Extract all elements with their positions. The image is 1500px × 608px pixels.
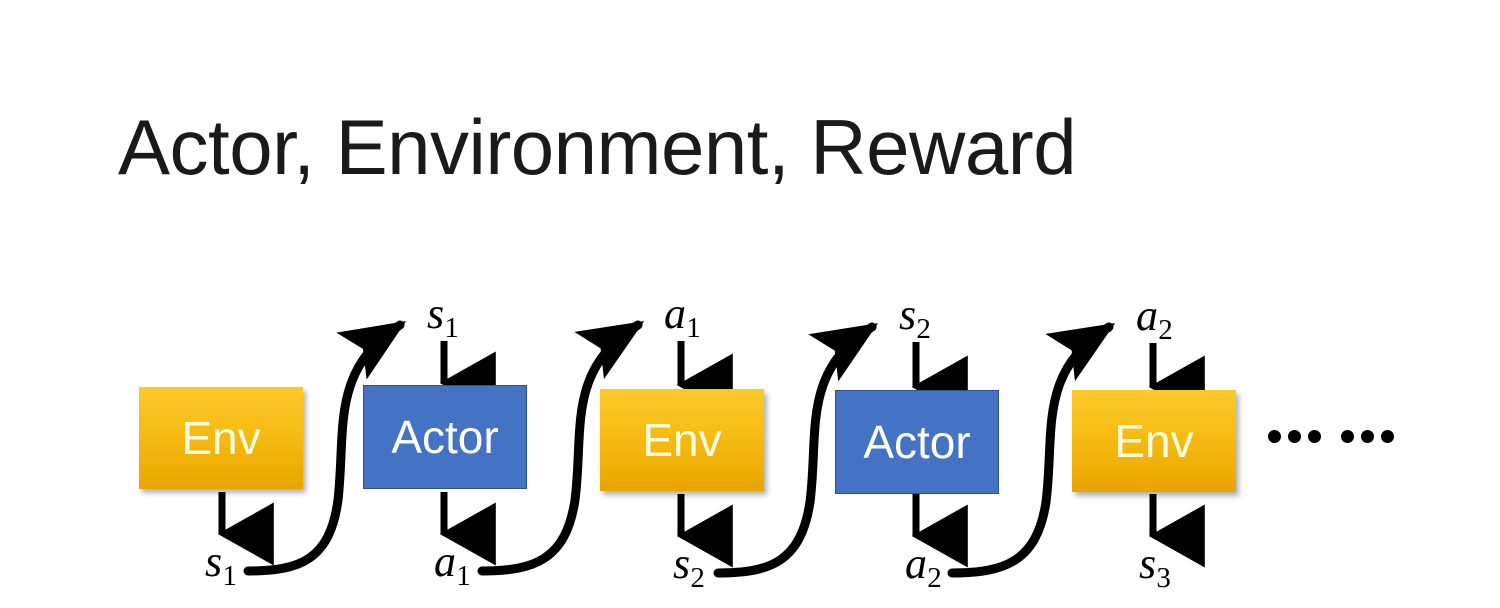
label-top-a1: a1 (664, 292, 701, 343)
node-actor-1-label: Actor (391, 411, 499, 463)
label-top-s2-subscript: 2 (916, 312, 931, 345)
node-env-3-label: Env (1114, 415, 1194, 467)
node-env-2[interactable]: Env (600, 389, 764, 491)
label-top-s1-symbol: s (427, 289, 445, 338)
ellipsis-dot (1288, 430, 1301, 443)
label-top-a1-subscript: 1 (686, 311, 701, 344)
label-bottom-a2: a2 (905, 542, 942, 593)
label-bottom-s3-symbol: s (1139, 539, 1157, 588)
label-top-a1-symbol: a (664, 289, 686, 338)
node-actor-2[interactable]: Actor (835, 390, 999, 494)
node-actor-2-label: Actor (863, 416, 971, 468)
label-bottom-s2-subscript: 2 (690, 561, 705, 594)
label-bottom-s2: s2 (673, 542, 705, 593)
page-title: Actor, Environment, Reward (118, 103, 1077, 191)
label-top-s2: s2 (899, 293, 931, 344)
label-bottom-a1-symbol: a (434, 537, 456, 586)
ellipsis-dot (1308, 430, 1321, 443)
node-env-3[interactable]: Env (1072, 390, 1236, 492)
label-top-s2-symbol: s (899, 290, 917, 339)
label-top-s1-subscript: 1 (444, 311, 459, 344)
ellipsis-dot (1381, 430, 1394, 443)
ellipsis-continuation (1268, 430, 1394, 443)
label-bottom-a1: a1 (434, 540, 471, 591)
label-top-s1: s1 (427, 292, 459, 343)
label-bottom-s2-symbol: s (673, 539, 691, 588)
label-bottom-s3-subscript: 3 (1156, 561, 1171, 594)
label-bottom-s1-symbol: s (205, 537, 223, 586)
ellipsis-dot (1361, 430, 1374, 443)
label-bottom-a1-subscript: 1 (456, 559, 471, 592)
node-env-1-label: Env (181, 412, 261, 464)
label-top-a2-subscript: 2 (1158, 313, 1173, 346)
node-env-1[interactable]: Env (139, 387, 303, 489)
label-bottom-a2-subscript: 2 (927, 561, 942, 594)
label-bottom-s3: s3 (1139, 542, 1171, 593)
ellipsis-dot (1341, 430, 1354, 443)
label-bottom-a2-symbol: a (905, 539, 927, 588)
node-env-2-label: Env (642, 414, 722, 466)
label-bottom-s1-subscript: 1 (222, 559, 237, 592)
ellipsis-dot (1268, 430, 1281, 443)
node-actor-1[interactable]: Actor (363, 385, 527, 489)
label-bottom-s1: s1 (205, 540, 237, 591)
ellipsis-group-gap (1328, 436, 1334, 437)
label-top-a2: a2 (1136, 294, 1173, 345)
label-top-a2-symbol: a (1136, 291, 1158, 340)
